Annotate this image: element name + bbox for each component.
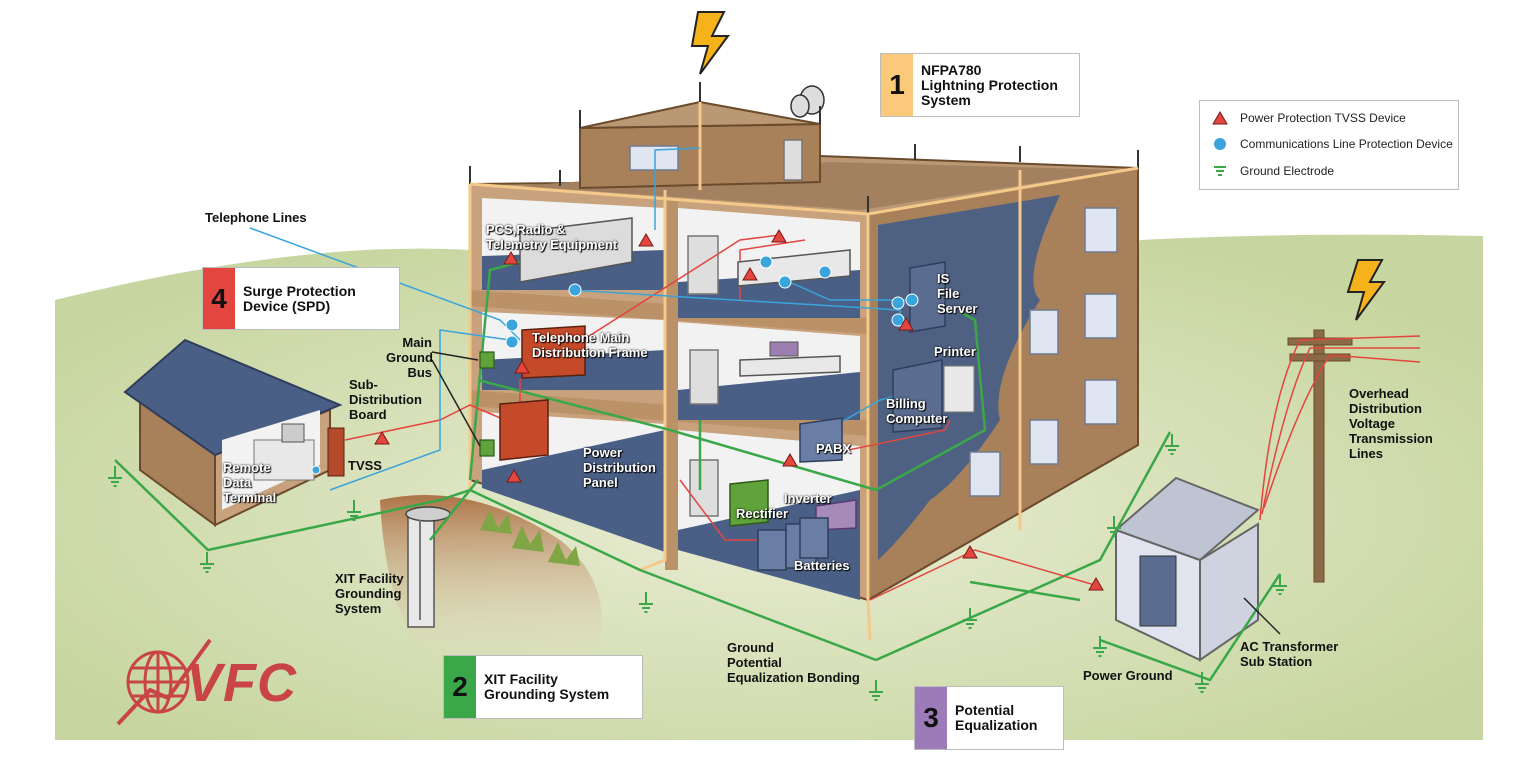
utility-pole (1287, 329, 1353, 583)
label-tvss: TVSS (348, 458, 382, 473)
callout-line: Surge Protection (243, 282, 356, 299)
callout-line: XIT Facility (484, 671, 558, 687)
lightning-bolt-icon (690, 11, 730, 75)
callout-potential-equalization: 3 Potential Equalization (914, 686, 1064, 750)
legend-label: Ground Electrode (1240, 164, 1335, 178)
legend-item-comm: Communications Line Protection Device (1210, 137, 1453, 151)
leader-lines (1243, 597, 1281, 635)
vfc-globe-icon (116, 638, 212, 726)
soil-section (380, 495, 602, 673)
label-batteries: Batteries (794, 558, 850, 573)
legend-label: Communications Line Protection Device (1240, 137, 1453, 151)
ac-substation (1114, 476, 1260, 662)
label-pcs-radio: PCS,Radio &Telemetry Equipment (486, 222, 618, 252)
callout-line: Lightning Protection (921, 76, 1058, 93)
callout-line: Device (SPD) (243, 297, 331, 314)
callout-number: 3 (915, 687, 947, 749)
comm-protection-dots (311, 255, 919, 475)
label-printer: Printer (934, 344, 976, 359)
callout-lightning-protection: 1 NFPA780 Lightning Protection System (880, 53, 1080, 117)
vfc-logo: VFC (186, 653, 297, 713)
legend: Power Protection TVSS Device Communicati… (1199, 100, 1459, 190)
ground-bus-leaders (431, 351, 481, 447)
overhead-lines (1259, 335, 1421, 521)
label-telephone-lines: Telephone Lines (205, 210, 307, 225)
callout-line: System (921, 91, 971, 108)
remote-house (123, 338, 345, 527)
callout-line: Equalization (955, 717, 1038, 733)
callout-number: 4 (203, 268, 235, 329)
callout-surge-protection: 4 Surge Protection Device (SPD) (202, 267, 400, 330)
callout-number: 2 (444, 656, 476, 718)
tvss-triangles (374, 229, 1104, 591)
label-rectifier: Rectifier (736, 506, 789, 521)
ground-grid (114, 260, 1282, 682)
callout-line: Grounding System (484, 686, 610, 702)
ground-electrode-icon (1210, 164, 1230, 178)
legend-label: Power Protection TVSS Device (1240, 111, 1406, 125)
blue-dot-icon (1210, 137, 1230, 151)
callout-line: Potential (955, 702, 1015, 718)
ground-electrodes (108, 434, 1287, 701)
callout-line: NFPA780 (921, 61, 982, 78)
label-pabx: PABX (816, 441, 852, 456)
label-inverter: Inverter (784, 491, 832, 506)
equipment (499, 217, 975, 571)
callout-xit-grounding: 2 XIT Facility Grounding System (443, 655, 643, 719)
label-power-ground: Power Ground (1083, 668, 1173, 683)
lightning-bolt-icon-2 (1346, 259, 1386, 321)
power-lines (344, 234, 1099, 601)
legend-item-ground: Ground Electrode (1210, 164, 1334, 178)
bushes (480, 510, 580, 566)
main-ground-bus (479, 351, 495, 457)
legend-item-tvss: Power Protection TVSS Device (1210, 111, 1406, 125)
red-triangle-icon (1210, 111, 1230, 125)
callout-number: 1 (881, 54, 913, 116)
